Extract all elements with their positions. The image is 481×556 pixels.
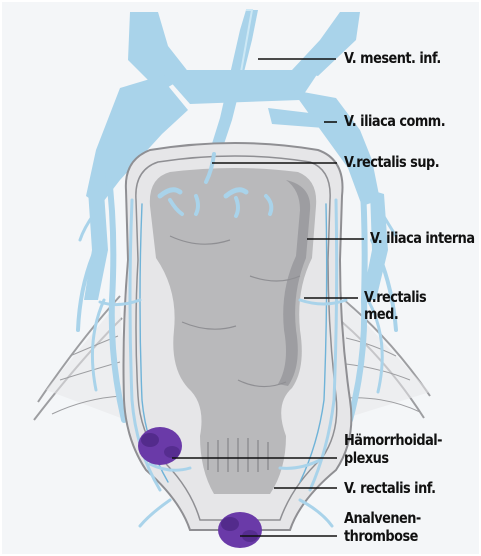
label-analvenen-line2: thrombose	[344, 528, 418, 544]
label-v-iliaca-comm: V. iliaca comm.	[344, 113, 445, 129]
label-v-rectalis-inf: V. rectalis inf.	[344, 480, 436, 496]
label-analvenen-line1: Analvenen-	[344, 510, 421, 526]
label-v-rectalis-sup: V.rectalis sup.	[344, 154, 439, 170]
label-v-mesent-inf: V. mesent. inf.	[344, 50, 441, 66]
label-v-rectalis-med-line2: med.	[364, 306, 398, 322]
label-v-iliaca-interna: V. iliaca interna	[370, 230, 475, 246]
label-haemorrhoidal-line2: plexus	[344, 450, 389, 466]
haemorrhoidal-plexus-node	[138, 427, 182, 465]
anal-vein-thrombosis-node	[218, 512, 262, 548]
label-v-rectalis-med-line1: V.rectalis	[364, 289, 426, 305]
label-haemorrhoidal-line1: Hämorrhoidal-	[344, 432, 442, 448]
